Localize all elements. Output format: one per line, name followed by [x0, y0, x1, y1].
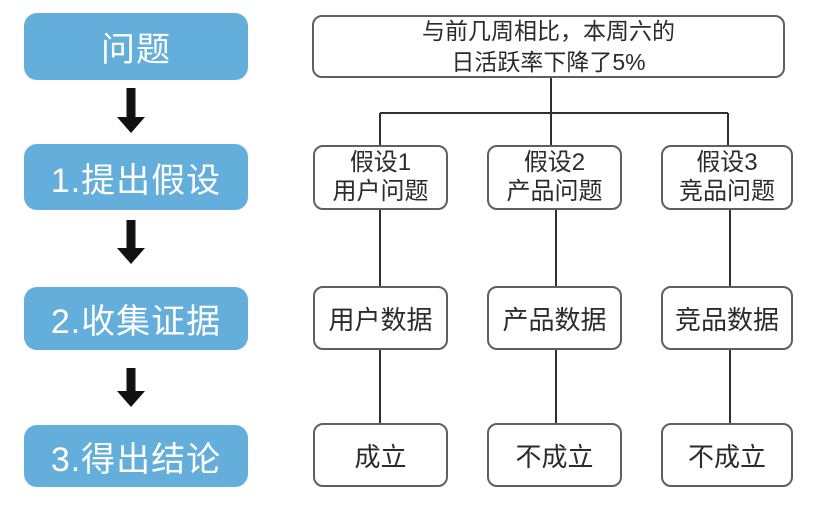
hypothesis-2-subtitle: 产品问题 — [506, 177, 603, 205]
hypothesis-3-subtitle: 竞品问题 — [679, 177, 775, 205]
conclusion-2-box: 不成立 — [487, 423, 622, 487]
hypothesis-1-box: 假设1 用户问题 — [313, 145, 448, 210]
step-box-propose-hypothesis: 1.提出假设 — [24, 144, 248, 210]
evidence-competitor-data-box: 竞品数据 — [661, 286, 793, 350]
problem-statement-line2: 日活跃率下降了5% — [451, 48, 646, 75]
down-arrow-icon — [117, 88, 145, 133]
step-box-draw-conclusion: 3.得出结论 — [24, 425, 248, 487]
hypothesis-1-subtitle: 用户问题 — [332, 177, 429, 205]
hypothesis-3-box: 假设3 竞品问题 — [661, 145, 793, 210]
down-arrow-icon — [117, 220, 145, 264]
problem-statement-box: 与前几周相比，本周六的 日活跃率下降了5% — [312, 15, 785, 78]
evidence-product-data-box: 产品数据 — [487, 286, 622, 350]
conclusion-1-box: 成立 — [313, 423, 448, 487]
hypothesis-1-title: 假设1 — [349, 149, 412, 177]
hypothesis-2-box: 假设2 产品问题 — [487, 145, 622, 210]
down-arrow-icon — [117, 368, 145, 407]
problem-statement-line1: 与前几周相比，本周六的 — [422, 18, 675, 45]
conclusion-3-box: 不成立 — [661, 423, 793, 487]
step-box-problem: 问题 — [24, 13, 248, 80]
hypothesis-2-title: 假设2 — [523, 149, 586, 177]
hypothesis-3-title: 假设3 — [696, 149, 758, 177]
evidence-user-data-box: 用户数据 — [313, 286, 448, 350]
step-box-collect-evidence: 2.收集证据 — [24, 287, 248, 350]
